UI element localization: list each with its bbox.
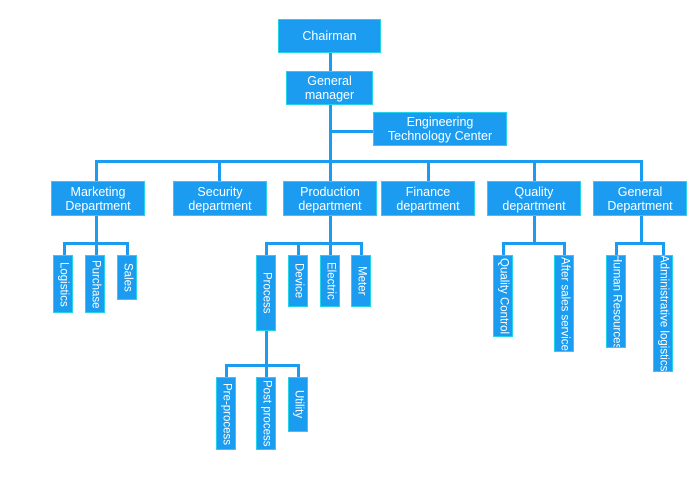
connector-production-bus bbox=[265, 242, 363, 245]
connector-production-stem bbox=[329, 216, 332, 243]
node-security-department-label: Security department bbox=[188, 184, 252, 213]
node-human-resources[interactable]: Human Resources bbox=[606, 255, 626, 348]
node-process-label: Process bbox=[260, 272, 273, 314]
node-after-sales-service[interactable]: After sales service bbox=[554, 255, 574, 352]
connector-drop-after-sales-service bbox=[563, 242, 566, 256]
node-after-sales-service-label: After sales service bbox=[558, 256, 571, 351]
node-quality-control-label: Quality Control bbox=[497, 257, 510, 335]
node-finance-department-label: Finance department bbox=[396, 184, 460, 213]
connector-drop-sales bbox=[126, 242, 129, 256]
connector-drop-production bbox=[329, 160, 332, 181]
node-utility-label: Utility bbox=[292, 390, 305, 419]
node-production-department[interactable]: Production department bbox=[283, 181, 377, 216]
connector-quality-bus bbox=[502, 242, 566, 245]
node-finance-department[interactable]: Finance department bbox=[381, 181, 475, 216]
connector-general-manager-trunk bbox=[329, 104, 332, 162]
node-security-department[interactable]: Security department bbox=[173, 181, 267, 216]
connector-marketing-stem bbox=[95, 216, 98, 243]
connector-to-engineering-technology-center bbox=[329, 130, 374, 133]
connector-general-stem bbox=[640, 216, 643, 243]
node-marketing-department[interactable]: Marketing Department bbox=[51, 181, 145, 216]
node-meter[interactable]: Meter bbox=[351, 255, 371, 307]
node-administrative-logistics[interactable]: Administrative logistics bbox=[653, 255, 673, 372]
node-production-department-label: Production department bbox=[298, 184, 362, 213]
node-post-process-label: Post process bbox=[260, 380, 273, 447]
connector-drop-security bbox=[218, 160, 221, 181]
node-purchase-label: Purchase bbox=[89, 259, 102, 309]
node-post-process[interactable]: Post process bbox=[256, 377, 276, 450]
connector-drop-post-process bbox=[265, 364, 268, 378]
node-general-department[interactable]: General Department bbox=[593, 181, 687, 216]
node-general-manager[interactable]: General manager bbox=[286, 71, 373, 105]
node-process[interactable]: Process bbox=[256, 255, 276, 331]
connector-chairman-to-general-manager bbox=[329, 52, 332, 72]
node-electric[interactable]: Electric bbox=[320, 255, 340, 307]
node-administrative-logistics-label: Administrative logistics bbox=[657, 255, 670, 372]
connector-drop-finance bbox=[427, 160, 430, 181]
connector-quality-stem bbox=[533, 216, 536, 243]
node-general-manager-label: General manager bbox=[304, 74, 355, 102]
node-meter-label: Meter bbox=[355, 266, 368, 296]
node-sales[interactable]: Sales bbox=[117, 255, 137, 300]
connector-drop-pre-process bbox=[225, 364, 228, 378]
connector-drop-electric bbox=[329, 242, 332, 256]
node-pre-process[interactable]: Pre-process bbox=[216, 377, 236, 450]
node-quality-department[interactable]: Quality department bbox=[487, 181, 581, 216]
node-utility[interactable]: Utility bbox=[288, 377, 308, 432]
connector-drop-marketing bbox=[95, 160, 98, 181]
node-sales-label: Sales bbox=[121, 263, 134, 292]
node-logistics[interactable]: Logistics bbox=[53, 255, 73, 313]
connector-drop-purchase bbox=[95, 242, 98, 256]
node-engineering-technology-center[interactable]: Engineering Technology Center bbox=[373, 112, 507, 146]
node-general-department-label: General Department bbox=[607, 184, 673, 213]
connector-drop-device bbox=[297, 242, 300, 256]
connector-drop-general bbox=[640, 160, 643, 181]
connector-process-stem bbox=[265, 330, 268, 365]
connector-drop-administrative-logistics bbox=[662, 242, 665, 256]
connector-general-bus bbox=[615, 242, 665, 245]
node-chairman-label: Chairman bbox=[302, 29, 357, 43]
node-engineering-technology-center-label: Engineering Technology Center bbox=[387, 115, 493, 143]
connector-drop-utility bbox=[297, 364, 300, 378]
node-device[interactable]: Device bbox=[288, 255, 308, 307]
node-marketing-department-label: Marketing Department bbox=[65, 184, 131, 213]
node-quality-department-label: Quality department bbox=[502, 184, 566, 213]
node-human-resources-label: Human Resources bbox=[610, 255, 623, 348]
node-logistics-label: Logistics bbox=[57, 261, 70, 307]
connector-process-bus bbox=[225, 364, 300, 367]
node-purchase[interactable]: Purchase bbox=[85, 255, 105, 313]
node-quality-control[interactable]: Quality Control bbox=[493, 255, 513, 337]
node-pre-process-label: Pre-process bbox=[220, 382, 233, 445]
connector-drop-process bbox=[265, 242, 268, 256]
connector-level3-bus bbox=[95, 160, 643, 163]
node-chairman[interactable]: Chairman bbox=[278, 19, 381, 53]
connector-drop-human-resources bbox=[615, 242, 618, 256]
node-device-label: Device bbox=[292, 263, 305, 299]
node-electric-label: Electric bbox=[324, 262, 337, 300]
connector-drop-quality-control bbox=[502, 242, 505, 256]
connector-drop-quality bbox=[533, 160, 536, 181]
connector-drop-logistics bbox=[63, 242, 66, 256]
connector-drop-meter bbox=[360, 242, 363, 256]
